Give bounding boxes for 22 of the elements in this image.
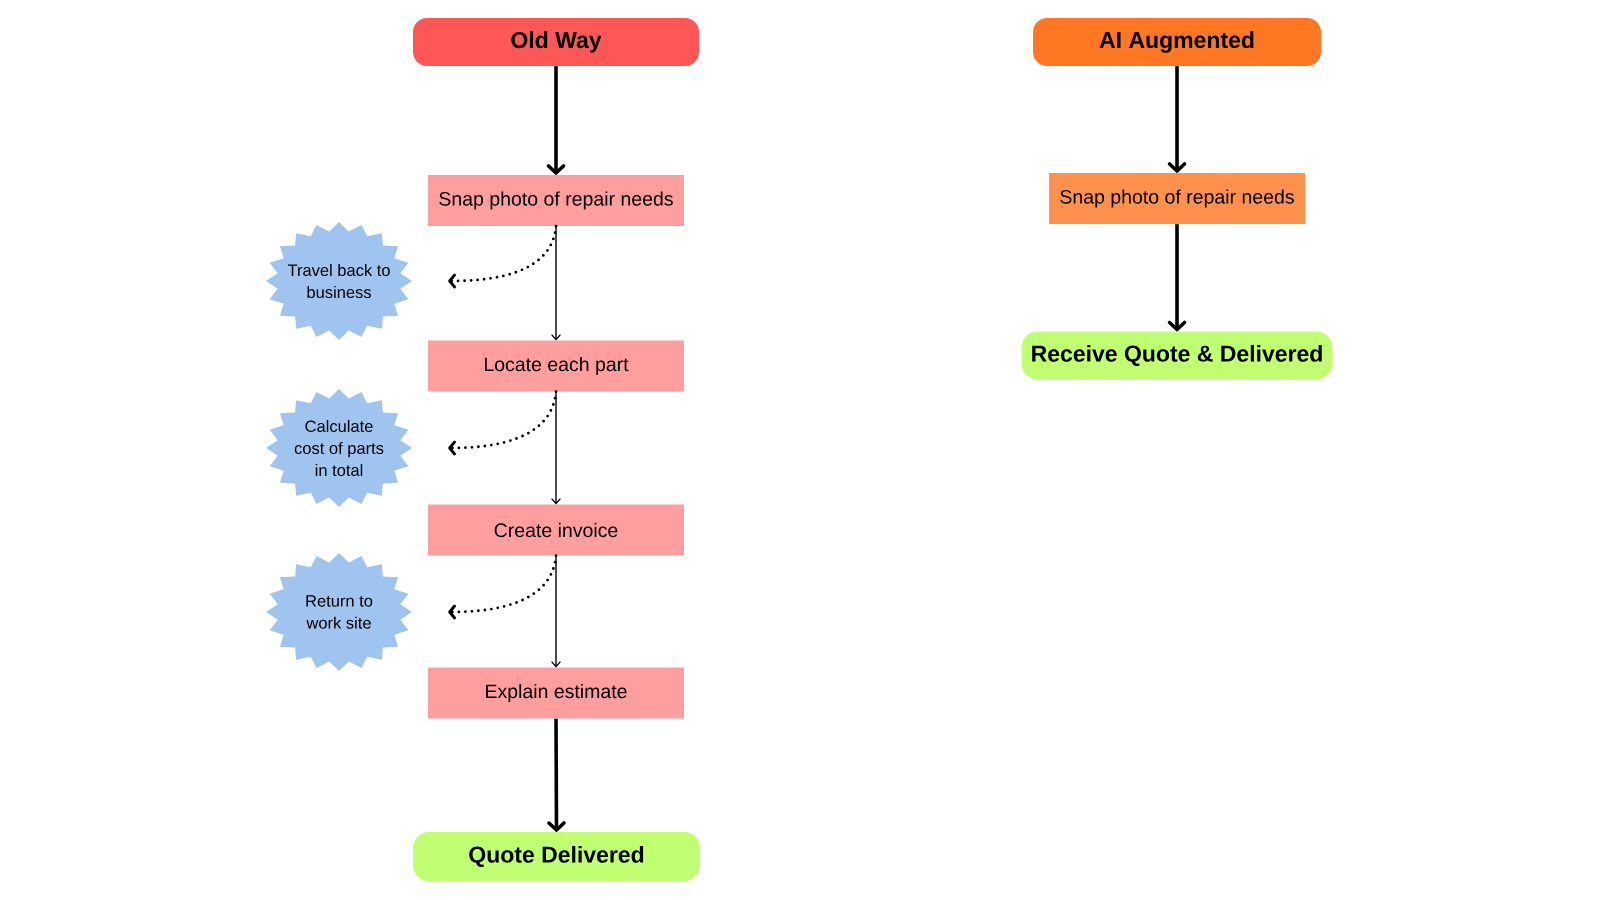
dotted-arrow <box>448 390 558 456</box>
starburst: Return to work site <box>266 553 412 671</box>
arrow <box>551 391 561 505</box>
step-box: Snap photo of repair needs <box>1049 173 1305 224</box>
step-box: Explain estimate <box>428 667 684 719</box>
arrow <box>551 555 561 668</box>
arrow <box>546 66 566 175</box>
arrow <box>1167 66 1187 173</box>
step-box: Locate each part <box>428 340 684 392</box>
arrow <box>547 718 566 832</box>
starburst: Travel back to business <box>266 222 412 340</box>
header-box: AI Augmented <box>1033 18 1321 66</box>
header-box: Old Way <box>413 18 699 66</box>
result-box: Receive Quote & Delivered <box>1021 331 1333 380</box>
dotted-arrow <box>448 554 558 620</box>
result-box: Quote Delivered <box>413 832 700 881</box>
dotted-arrow <box>448 224 558 289</box>
starburst: Calculate cost of parts in total <box>266 389 412 507</box>
arrow <box>551 225 561 341</box>
step-box: Create invoice <box>428 504 684 556</box>
step-box: Snap photo of repair needs <box>428 175 684 226</box>
arrow <box>1167 224 1187 332</box>
